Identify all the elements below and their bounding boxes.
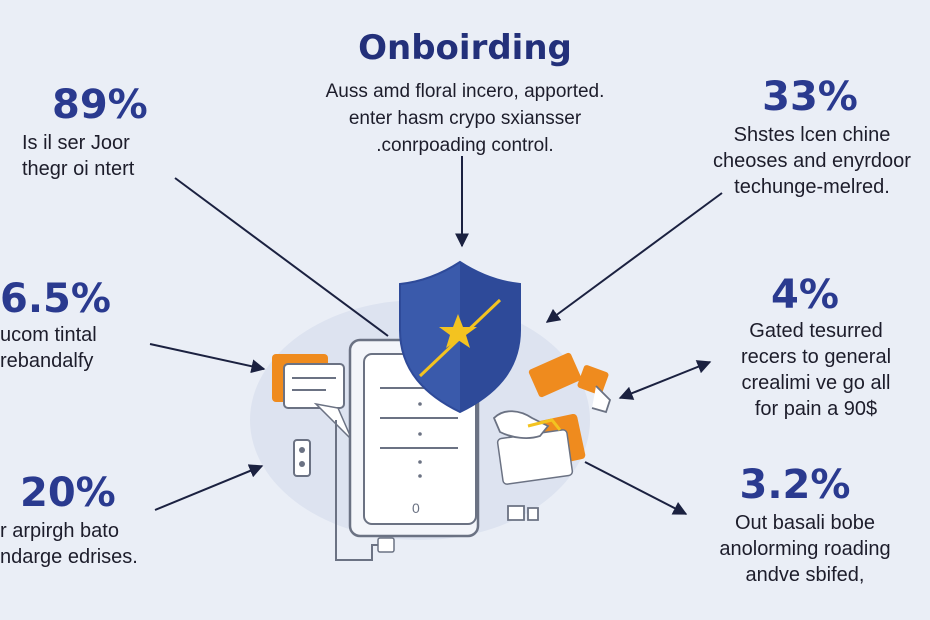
stat-top-right: 33% <box>720 74 900 120</box>
stat-top-left: 89% <box>52 82 148 128</box>
plug-icon <box>377 537 395 553</box>
intro-text: Auss amd floral incero, apported. enter … <box>255 78 675 159</box>
handshake-icon <box>492 385 612 521</box>
arrow-top-right <box>545 192 723 323</box>
page-title: Onboirding <box>358 28 572 68</box>
stat-mid-right: 4% <box>740 272 870 318</box>
stat-line: andve sbifed, <box>745 564 865 586</box>
stat-line: Is il ser Joor <box>22 132 130 154</box>
stat-top-right-description: Shstes lcen chine cheoses and enyrdoor t… <box>696 122 928 200</box>
stat-line: cheoses and enyrdoor <box>713 150 911 172</box>
arrow-bottom-left <box>154 464 264 511</box>
shield-icon <box>399 260 521 414</box>
arrow-bottom-right <box>584 461 688 515</box>
stat-value: 6.5% <box>0 276 111 322</box>
arrow-top-left <box>174 177 389 337</box>
stat-line: crealimi ve go all <box>741 372 891 394</box>
stat-line: r arpirgh bato <box>0 520 119 542</box>
key-fob-icon <box>293 439 311 477</box>
intro-line: enter hasm crypo sxiansser <box>348 108 582 129</box>
stat-mid-left: 6.5% <box>0 276 111 322</box>
stat-line: ucom tintal <box>0 324 97 346</box>
arrow-mid-left <box>149 343 266 374</box>
connector-arrows <box>149 156 723 515</box>
stat-top-left-description: Is il ser Joor thegr oi ntert <box>22 130 134 182</box>
stat-value: 89% <box>52 82 148 128</box>
stat-line: techunge-melred. <box>734 176 890 198</box>
stat-line: ndarge edrises. <box>0 546 138 568</box>
id-card-icon <box>272 354 353 441</box>
stat-line: Shstes lcen chine <box>733 124 891 146</box>
stat-bottom-right-description: Out basali bobe anolorming roading andve… <box>690 510 920 588</box>
stat-value: 4% <box>771 272 839 318</box>
stat-line: rebandalfy <box>0 350 94 372</box>
stat-line: Gated tesurred <box>749 320 883 342</box>
stat-line: anolorming roading <box>719 538 891 560</box>
stat-value: 33% <box>762 74 858 120</box>
stat-bottom-left: 20% <box>20 470 116 516</box>
stat-value: 3.2% <box>739 462 851 508</box>
arrow-mid-right <box>618 360 712 400</box>
stat-line: for pain a 90$ <box>754 398 878 420</box>
stat-line: recers to general <box>740 346 892 368</box>
stat-line: Out basali bobe <box>734 512 876 534</box>
stat-bottom-right: 3.2% <box>720 462 870 508</box>
stat-mid-left-description: ucom tintal rebandalfy <box>0 322 97 374</box>
intro-line: Auss amd floral incero, apported. <box>325 81 605 102</box>
stat-bottom-left-description: r arpirgh bato ndarge edrises. <box>0 518 138 570</box>
star-icon <box>439 314 477 348</box>
intro-line: .conrpoading control. <box>376 135 554 156</box>
stat-line: thegr oi ntert <box>22 158 135 180</box>
stat-value: 20% <box>20 470 116 516</box>
stat-mid-right-description: Gated tesurred recers to general crealim… <box>716 318 916 422</box>
device-label: 0 <box>412 500 420 516</box>
